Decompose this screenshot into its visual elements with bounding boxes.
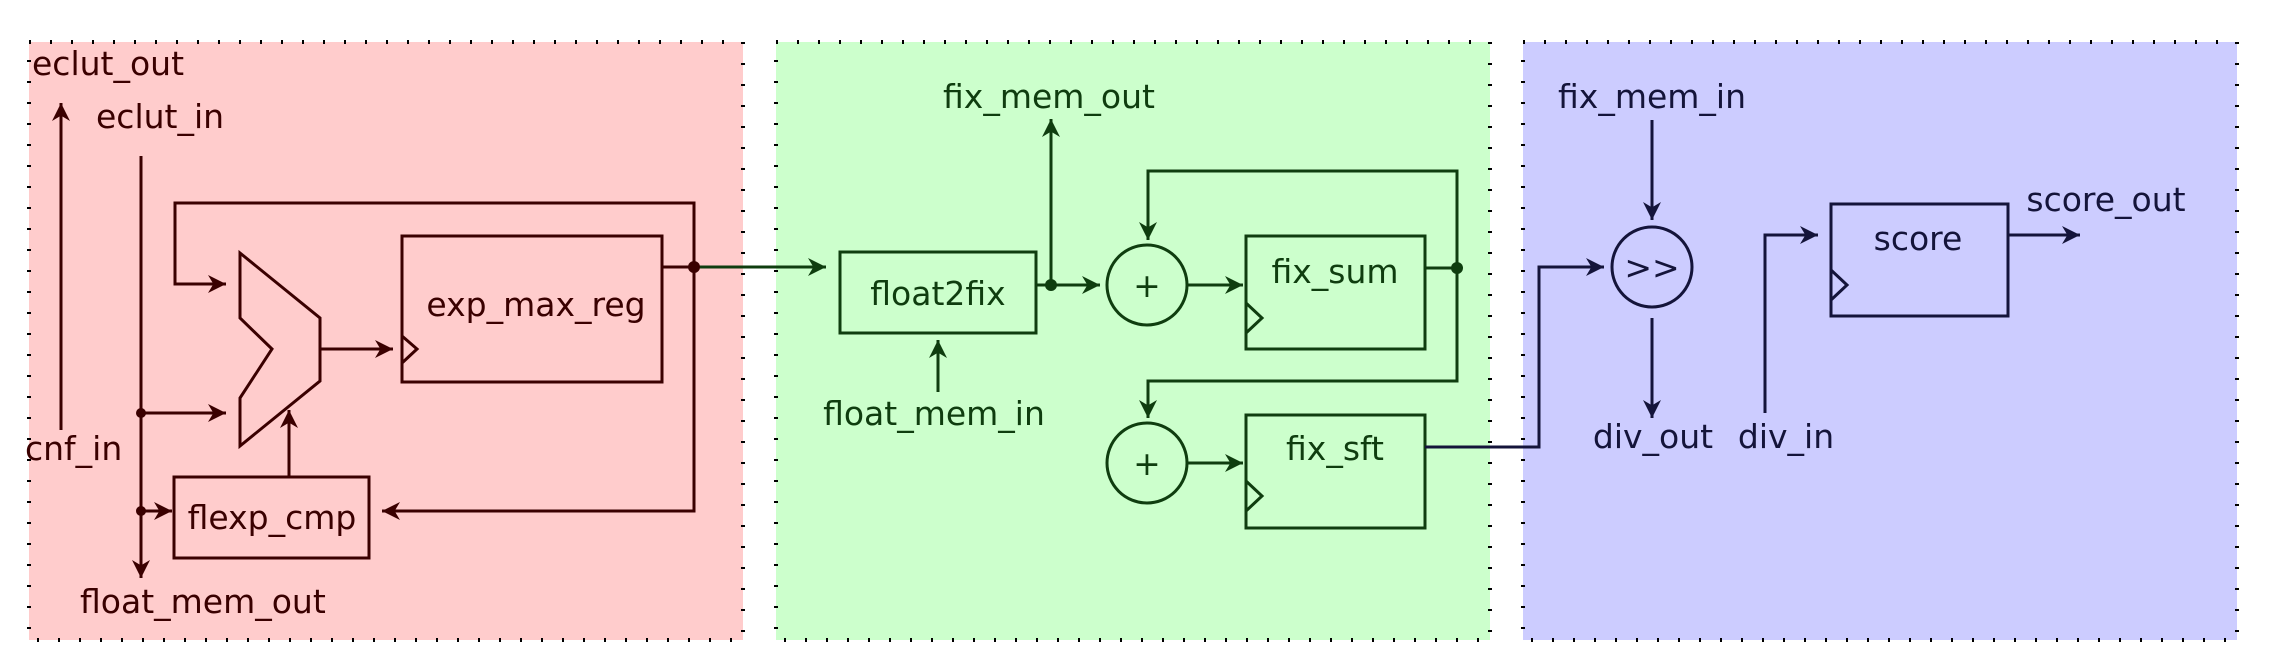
junction-dot: [1451, 262, 1463, 274]
score-box: [1829, 202, 2010, 318]
flexp-cmp-box: [172, 475, 371, 560]
clock-marker-icon: [1244, 301, 1265, 335]
float-mem-in-label: float_mem_in: [823, 394, 1045, 433]
adder-2-symbol: +: [1133, 444, 1161, 483]
fix-mem-out-label: fix_mem_out: [943, 77, 1155, 116]
div-in-label: div_in: [1738, 417, 1834, 456]
clock-marker-icon: [400, 334, 420, 365]
score-label: score: [1874, 219, 1963, 258]
div-in-to-score-wire: [1763, 226, 1818, 413]
fix-mem-in-label: fix_mem_in: [1558, 77, 1746, 116]
fix-sft-to-shifter-wire: [1425, 258, 1604, 449]
junction-dot: [136, 408, 146, 418]
score-out-label: score_out: [2026, 180, 2185, 219]
float2fix-box: [838, 250, 1038, 335]
clock-marker-icon: [1244, 479, 1265, 513]
panel-middle: [774, 40, 1492, 642]
eclut-out-label: eclut_out: [32, 44, 184, 83]
eclut-in-label: eclut_in: [96, 97, 224, 136]
cnf-in-label: cnf_in: [25, 429, 122, 468]
fix-sum-feedback-wire: [1139, 169, 1459, 268]
reg-to-flexp-wire: [382, 267, 696, 520]
fix-sum-to-adder-2-wire: [1139, 268, 1459, 418]
shifter: [1610, 225, 1694, 309]
float-mem-out-label: float_mem_out: [80, 582, 326, 621]
float2fix-label: float2fix: [870, 274, 1005, 313]
fix-sft-label: fix_sft: [1286, 429, 1384, 468]
flexp-cmp-label: flexp_cmp: [188, 498, 357, 537]
exp-max-reg-label: exp_max_reg: [426, 285, 645, 324]
fix-sum-label: fix_sum: [1271, 252, 1398, 291]
clock-marker-icon: [1829, 268, 1850, 302]
div-out-label: div_out: [1593, 417, 1713, 456]
junction-dot: [1045, 279, 1057, 291]
adder-1-symbol: +: [1133, 266, 1161, 305]
junction-dot: [688, 261, 700, 273]
exp-max-reg-box: [400, 234, 664, 384]
junction-dot: [136, 506, 146, 516]
fix-sum-box: [1244, 234, 1427, 351]
panel-right: [1521, 40, 2239, 642]
feedback-to-mux-wire: [173, 201, 696, 293]
multiplexer: [238, 249, 322, 450]
shifter-symbol: >>: [1624, 248, 1679, 287]
fix-sft-box: [1244, 413, 1427, 530]
